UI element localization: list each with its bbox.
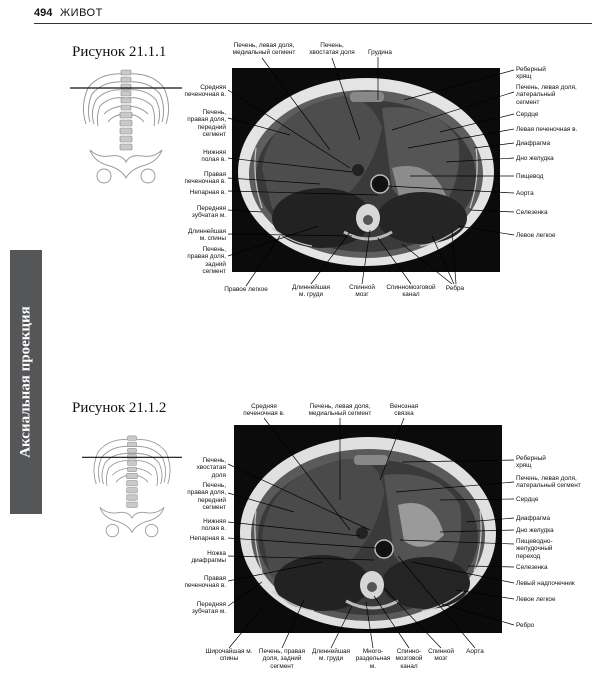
label-spleen: Селезенка xyxy=(516,209,548,216)
label2-ivc: Нижняя полая в. xyxy=(201,518,226,533)
label2-azygos: Непарная в. xyxy=(189,535,226,542)
section-title: ЖИВОТ xyxy=(60,7,103,19)
label-sternum: Грудина xyxy=(368,49,392,56)
label-left-hepatic: Левая печеночная в. xyxy=(516,126,578,133)
label2-longissimus-thoracis: Длиннейшая м. груди xyxy=(312,648,350,663)
label2-caudate: Печень, хвостатая доля xyxy=(196,457,226,479)
label-serratus: Передняя зубчатая м. xyxy=(191,205,226,220)
label-azygos: Непарная в. xyxy=(189,189,226,196)
label-diaphragm: Диафрагма xyxy=(516,140,551,147)
label2-right-post: Печень, правая доля, задний сегмент xyxy=(258,648,306,670)
label-mid-hepatic: Средняя печеночная в. xyxy=(184,84,226,99)
figure2-title: Рисунок 21.1.2 xyxy=(72,400,167,416)
label2-venous-ligament: Венозная связка xyxy=(389,403,419,418)
label2-spinal-cord: Спинной мозг xyxy=(428,648,454,663)
label-fundus: Дно желудка xyxy=(516,155,554,162)
label-caudate: Печень, хвостатая доля xyxy=(309,42,355,57)
label2-costal-cartilage: Реберный хрящ xyxy=(516,455,546,470)
label-left-liver-medial: Печень, левая доля, медиальный сегмент xyxy=(232,42,296,57)
header-rule xyxy=(34,23,592,24)
mri-image-1 xyxy=(232,68,500,272)
label2-spinal-canal: Спинно- мозговой канал xyxy=(395,648,423,670)
label-esophagus: Пищевод xyxy=(516,173,544,180)
label2-spleen: Селезенка xyxy=(516,564,548,571)
label2-diaphragm: Диафрагма xyxy=(516,515,551,522)
label-left-lateral: Печень, левая доля, латеральный сегмент xyxy=(516,84,577,106)
label2-left-adrenal: Левый надпочечник xyxy=(516,580,575,587)
label-right-ant: Печень, правая доля, передний сегмент xyxy=(187,109,226,139)
label-longissimus-thoracis: Длиннейшая м. груди xyxy=(292,284,330,299)
label2-left-lateral: Печень, левая доля, латеральный сегмент xyxy=(516,475,581,490)
label2-right-hepatic: Правая печеночная в. xyxy=(184,575,226,590)
label2-left-liver-medial: Печень, левая доля, медиальный сегмент xyxy=(308,403,372,418)
label-left-lung: Левое легкое xyxy=(516,232,556,239)
label-heart: Сердце xyxy=(516,111,539,118)
label-longissimus: Длиннейшая м. спины xyxy=(188,228,226,243)
figure1-title: Рисунок 21.1.1 xyxy=(72,44,167,60)
page-number: 494 xyxy=(34,7,53,19)
label2-latissimus: Широчайшая м. спины xyxy=(205,648,253,663)
label-costal-cartilage: Реберный хрящ xyxy=(516,66,546,81)
mri-image-2 xyxy=(234,425,502,633)
side-tab: Аксиальная проекция xyxy=(10,250,42,514)
label-aorta: Аорта xyxy=(516,190,534,197)
label2-mid-hepatic: Средняя печеночная в. xyxy=(243,403,285,418)
label-spinal-canal: Спинномозговой канал xyxy=(386,284,436,299)
label2-crus: Ножка диафрагмы xyxy=(191,550,226,565)
label2-left-lung: Левое легкое xyxy=(516,596,556,603)
label2-heart: Сердце xyxy=(516,496,539,503)
side-tab-label: Аксиальная проекция xyxy=(17,306,34,458)
label2-multifidus: Много- раздельная м. xyxy=(355,648,391,670)
label-right-lung: Правое легкое xyxy=(224,286,268,293)
label2-ge-junction: Пищеводно- желудочный переход xyxy=(516,538,553,560)
skeleton-thumbnail-2 xyxy=(82,432,182,538)
skeleton-thumbnail-1 xyxy=(70,66,182,184)
page-header: 494 ЖИВОТ xyxy=(34,6,592,26)
label-spinal-cord: Спинной мозг xyxy=(349,284,375,299)
label-right-post: Печень, правая доля, задний сегмент xyxy=(187,246,226,276)
label2-serratus: Передняя зубчатая м. xyxy=(191,601,226,616)
label-ribs: Ребра xyxy=(445,285,465,292)
label2-fundus: Дно желудка xyxy=(516,527,554,534)
label-right-hepatic: Правая печеночная в. xyxy=(184,171,226,186)
label-ivc: Нижняя полая в. xyxy=(201,149,226,164)
label2-right-ant: Печень, правая доля, передний сегмент xyxy=(187,482,226,512)
label2-rib: Ребро xyxy=(516,622,535,629)
label2-aorta: Аорта xyxy=(466,648,484,655)
